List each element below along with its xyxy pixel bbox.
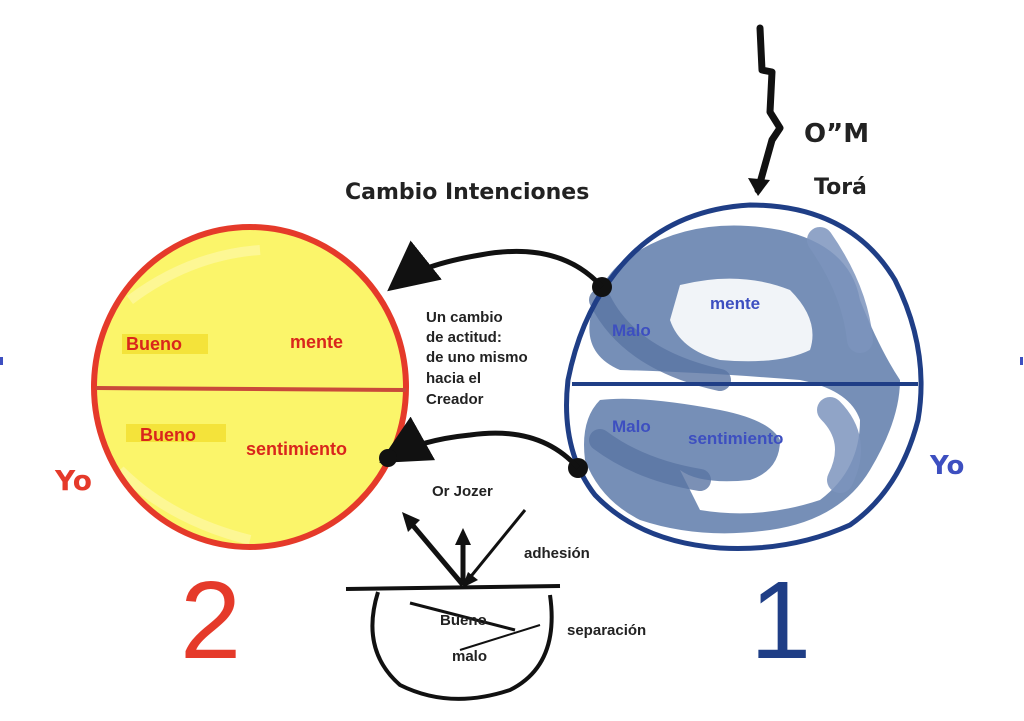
left-circle-border [91, 224, 409, 550]
right-mente: mente [710, 294, 760, 313]
right-circle-bad: mente Malo Malo sentimiento Yo [564, 202, 964, 551]
left-circle-divider [95, 386, 407, 392]
lower-arrow [379, 416, 580, 470]
right-edge-mark [1020, 357, 1023, 365]
svg-text:hacia el: hacia el [426, 370, 481, 387]
right-circle-border [564, 202, 924, 551]
left-bueno-top: Bueno [126, 334, 182, 354]
right-malo-bottom: Malo [612, 417, 651, 436]
surface-line [345, 584, 561, 591]
svg-text:Creador: Creador [426, 391, 484, 408]
or-jozer-label: Or Jozer [432, 483, 493, 500]
bowl-shape [370, 591, 554, 701]
left-sentimiento: sentimiento [246, 439, 347, 459]
right-circle-scribble [584, 225, 900, 534]
right-malo-top: Malo [612, 321, 651, 340]
left-edge-mark [0, 357, 3, 365]
om-label: O”M [804, 119, 869, 149]
left-mente: mente [290, 332, 343, 352]
svg-text:de actitud:: de actitud: [426, 329, 502, 346]
number-two: 2 [180, 559, 241, 682]
left-yo: Yo [54, 464, 92, 497]
upper-arrow [387, 240, 604, 292]
number-one: 1 [750, 559, 811, 682]
bowl-malo: malo [452, 648, 487, 665]
left-bueno-bottom: Bueno [140, 425, 196, 445]
tora-label: Torá [814, 175, 867, 200]
cambio-intenciones-label: Cambio Intenciones [345, 180, 589, 205]
svg-text:Un cambio: Un cambio [426, 309, 503, 326]
lightning-bolt-icon [754, 24, 784, 194]
bowl-bueno: Bueno [440, 612, 487, 629]
lower-arrow-end-dot [379, 449, 397, 467]
svg-text:de uno mismo: de uno mismo [426, 349, 528, 366]
left-circle-good: Bueno mente Bueno sentimiento Yo [54, 224, 409, 550]
right-sentimiento: sentimiento [688, 429, 783, 448]
bottom-reflection-diagram: Or Jozer adhesión separación Bueno malo [345, 483, 646, 701]
separacion-label: separación [567, 622, 646, 639]
right-yo: Yo [929, 451, 964, 481]
adhesion-label: adhesión [524, 545, 590, 562]
center-explanation: Un cambio de actitud: de uno mismo hacia… [426, 309, 528, 408]
